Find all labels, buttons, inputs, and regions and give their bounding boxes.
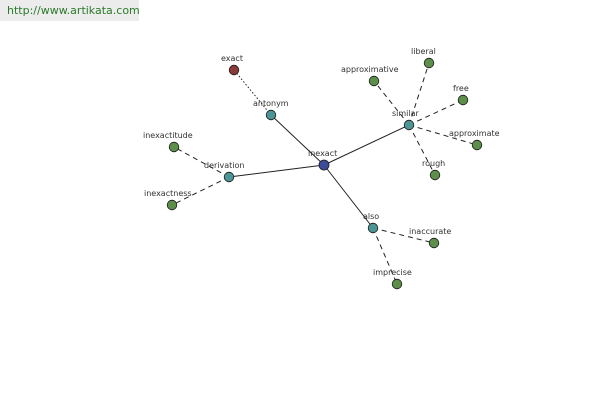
edge-similar-approximate [408,124,478,146]
node-imprecise[interactable] [391,278,403,290]
node-label-rough: rough [422,159,445,168]
node-label-free: free [453,84,469,93]
node-derivation[interactable] [223,171,235,183]
source-url-banner: http://www.artikata.com [0,0,140,21]
node-exact[interactable] [228,64,240,76]
node-label-similar: similar [392,109,420,118]
edge-inexact-similar [323,124,410,166]
edge-similar-approximative [373,80,410,126]
node-label-approximative: approximative [341,65,399,74]
node-free[interactable] [457,94,469,106]
node-label-exact: exact [221,54,243,63]
node-similar[interactable] [403,119,415,131]
node-label-imprecise: imprecise [373,268,412,277]
edge-inexact-also [323,164,374,229]
edge-similar-rough [408,124,436,176]
node-liberal[interactable] [423,57,435,69]
edge-inexact-derivation [228,164,325,178]
node-inexactness[interactable] [166,199,178,211]
node-label-inaccurate: inaccurate [409,227,451,236]
edge-derivation-inexactness [171,176,230,206]
node-label-inexactness: inexactness [144,189,192,198]
node-inexactitude[interactable] [168,141,180,153]
node-approximative[interactable] [368,75,380,87]
edge-also-imprecise [372,227,398,285]
node-label-also: also [363,212,379,221]
node-inaccurate[interactable] [428,237,440,249]
node-label-liberal: liberal [411,47,436,56]
edge-similar-free [408,99,464,126]
edge-similar-liberal [408,62,430,126]
nodes-layer: inexact antonym exact similar approximative l… [143,47,500,290]
node-label-inexact: inexact [308,149,337,158]
edge-inexact-antonym [270,114,325,166]
node-inexact[interactable] [318,159,330,171]
node-also[interactable] [367,222,379,234]
edges-layer [171,62,478,285]
edge-derivation-inexactitude [173,146,230,178]
node-label-approximate: approximate [449,129,500,138]
node-approximate[interactable] [471,139,483,151]
edge-antonym-exact [233,69,272,116]
node-label-antonym: antonym [253,99,289,108]
edge-also-inaccurate [372,227,435,244]
node-antonym[interactable] [265,109,277,121]
node-label-inexactitude: inexactitude [143,131,193,140]
node-label-derivation: derivation [204,161,244,170]
node-rough[interactable] [429,169,441,181]
